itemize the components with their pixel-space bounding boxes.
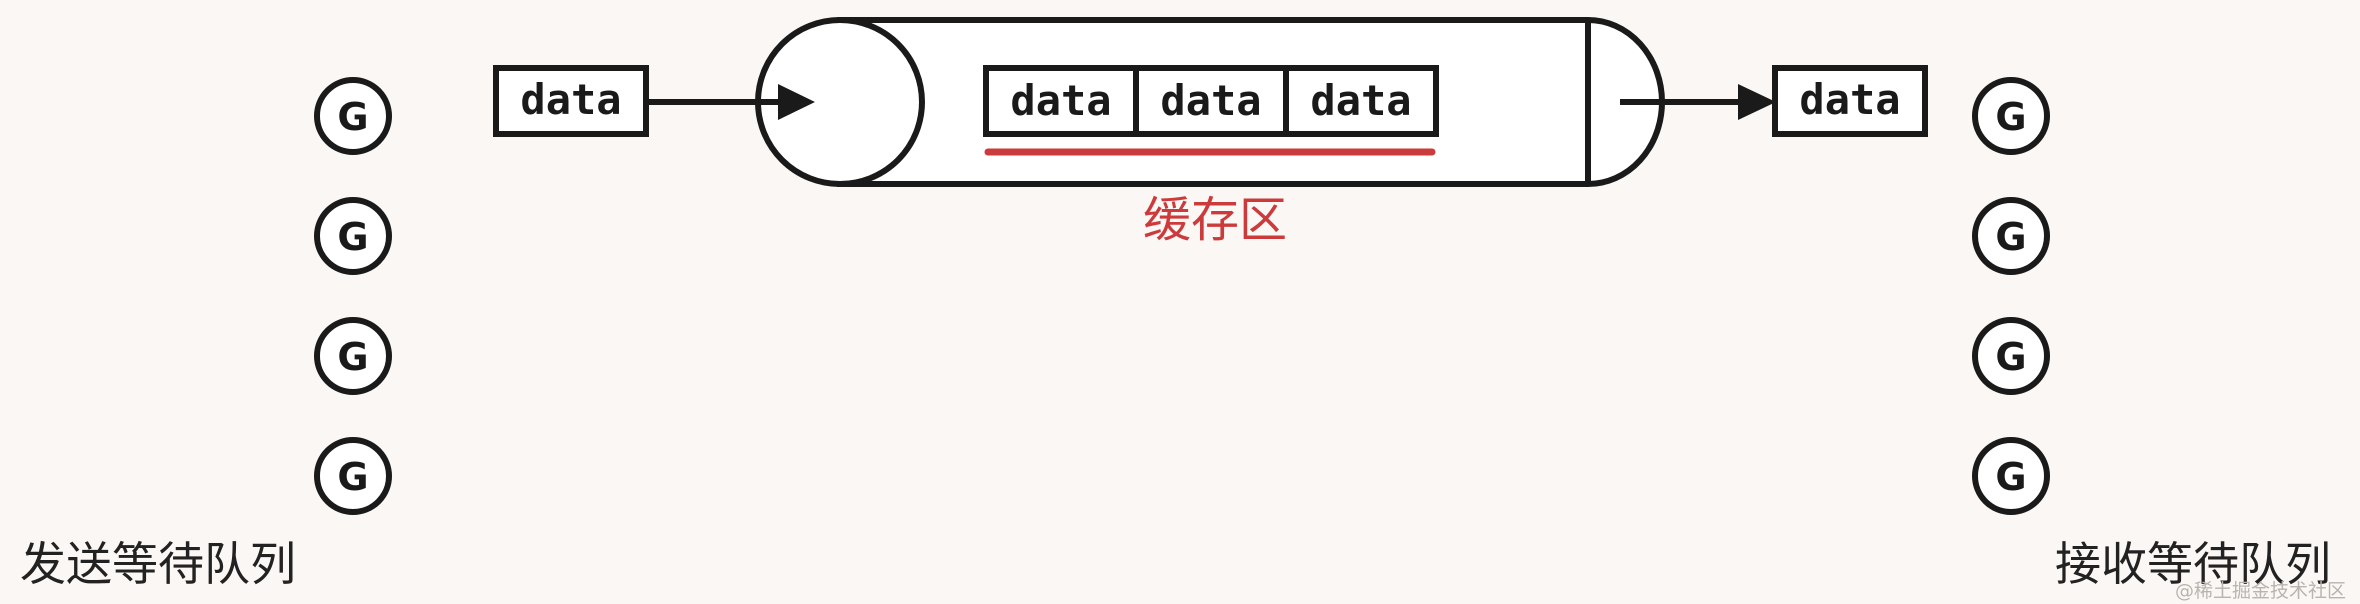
receive-goroutine: G: [1972, 77, 2050, 155]
receive-goroutine: G: [1972, 197, 2050, 275]
send-arrow-icon: [646, 84, 815, 120]
send-queue: G G G G: [314, 77, 392, 515]
goroutine-label: G: [337, 215, 368, 259]
goroutine-label: G: [337, 95, 368, 139]
goroutine-label: G: [1995, 455, 2026, 499]
buffer-cell: data: [1160, 76, 1261, 125]
goroutine-label: G: [337, 455, 368, 499]
send-goroutine: G: [314, 437, 392, 515]
goroutine-label: G: [1995, 335, 2026, 379]
send-goroutine: G: [314, 317, 392, 395]
receive-goroutine: G: [1972, 437, 2050, 515]
buffer-cell: data: [1010, 76, 1111, 125]
incoming-data-label: data: [520, 75, 621, 124]
send-goroutine: G: [314, 77, 392, 155]
receive-goroutine: G: [1972, 317, 2050, 395]
buffer-label: 缓存区: [1142, 192, 1287, 248]
goroutine-label: G: [1995, 215, 2026, 259]
goroutine-label: G: [1995, 95, 2026, 139]
receive-arrow-icon: [1620, 84, 1776, 120]
outgoing-data-box: data: [1772, 65, 1928, 137]
send-queue-label: 发送等待队列: [20, 537, 296, 591]
receive-queue: G G G G: [1972, 77, 2050, 515]
incoming-data-box: data: [493, 65, 649, 137]
send-goroutine: G: [314, 197, 392, 275]
watermark: @稀土掘金技术社区: [2174, 580, 2346, 602]
receive-queue-label: 接收等待队列: [2055, 537, 2331, 591]
buffer-cell: data: [1310, 76, 1411, 125]
outgoing-data-label: data: [1799, 75, 1900, 124]
buffer: data data data: [983, 65, 1439, 156]
goroutine-label: G: [337, 335, 368, 379]
